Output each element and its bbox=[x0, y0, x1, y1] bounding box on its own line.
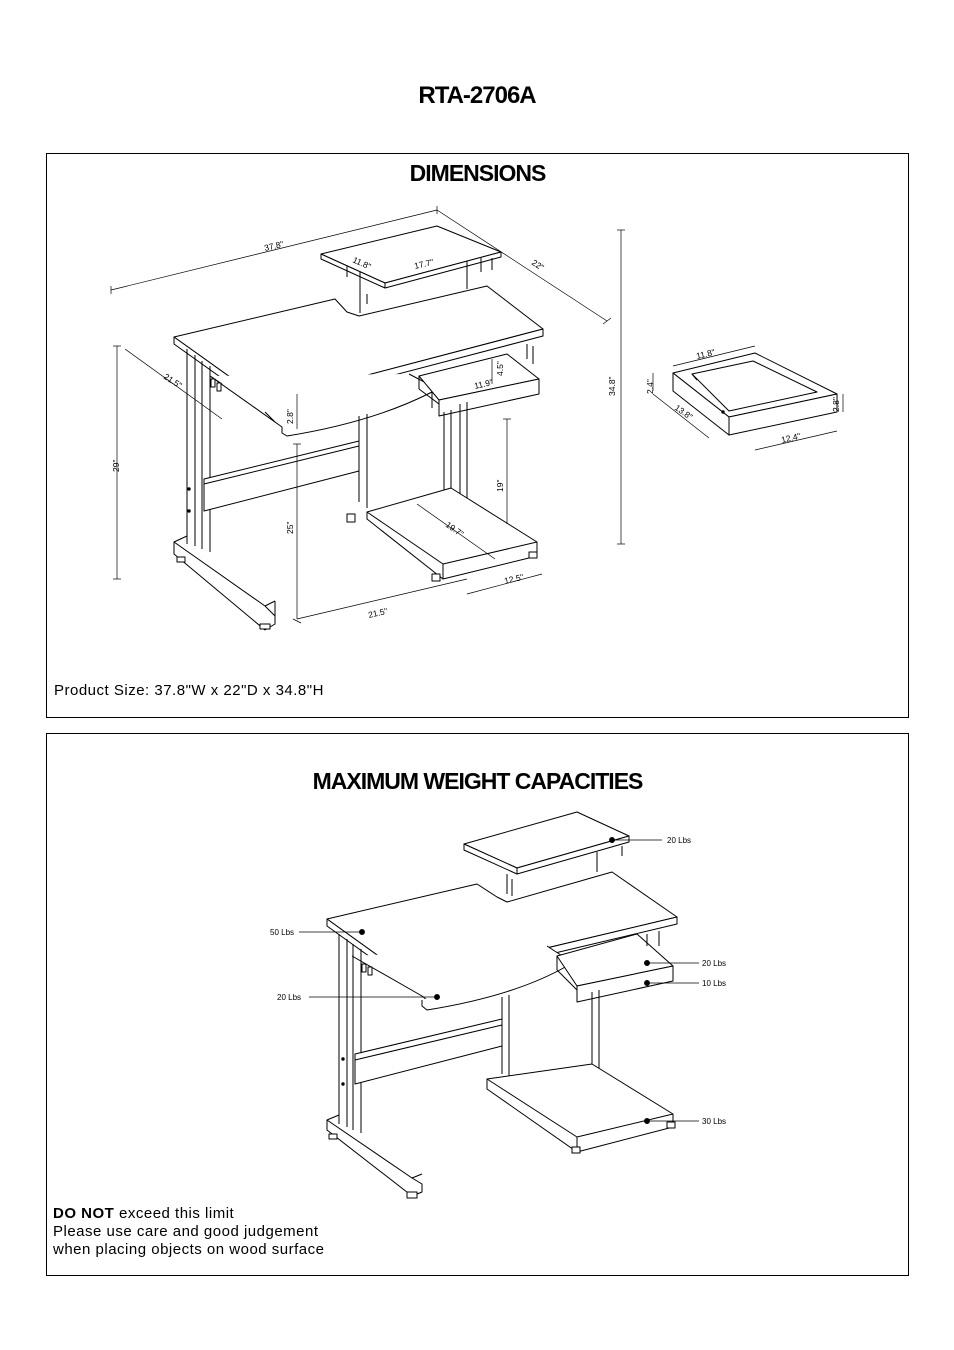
document-title: RTA-2706A bbox=[418, 82, 536, 109]
dimension-labels: 37.8" 11.8" 17.7" 22" 34.8" 21.5" 29" 2.… bbox=[111, 239, 617, 620]
warning-strong: DO NOT bbox=[53, 1205, 115, 1222]
desk-weight-drawing: 20 Lbs 50 Lbs 20 Lbs 20 Lbs 10 Lbs 30 Lb… bbox=[270, 811, 726, 1199]
label-drw-front-width: 12.4" bbox=[780, 431, 801, 445]
warning-rest: exceed this limit bbox=[114, 1205, 235, 1222]
label-keyboard-tray-weight: 20 Lbs bbox=[277, 993, 301, 1002]
label-drw-side-height: 2.4" bbox=[645, 379, 655, 394]
label-overall-height: 34.8" bbox=[607, 376, 617, 396]
label-base-depth: 21.5" bbox=[367, 606, 388, 620]
dimensions-panel: DIMENSIONS bbox=[46, 153, 909, 718]
label-tray-gap: 2.8" bbox=[285, 409, 295, 424]
label-lower-gap: 19" bbox=[495, 480, 505, 492]
drawer-shape bbox=[556, 931, 674, 1003]
care-line-2: when placing objects on wood surface bbox=[53, 1241, 325, 1258]
keyboard-tray-shape bbox=[351, 945, 568, 1011]
weight-labels: 20 Lbs 50 Lbs 20 Lbs 20 Lbs 10 Lbs 30 Lb… bbox=[270, 836, 726, 1126]
product-size-text: Product Size: 37.8"W x 22"D x 34.8"H bbox=[54, 682, 324, 699]
monitor-shelf-shape bbox=[463, 811, 630, 896]
desk-dimension-drawing: 37.8" 11.8" 17.7" 22" 34.8" 21.5" 29" 2.… bbox=[110, 206, 844, 631]
label-monitor-shelf-weight: 20 Lbs bbox=[667, 836, 691, 845]
label-shelf-width: 17.7" bbox=[413, 257, 434, 271]
label-desk-height: 29" bbox=[111, 460, 121, 472]
label-drw-front-height: 2.8" bbox=[831, 397, 841, 412]
label-drawer-weight: 10 Lbs bbox=[702, 979, 726, 988]
label-desktop-weight: 50 Lbs bbox=[270, 928, 294, 937]
keyboard-tray-shape bbox=[209, 373, 433, 437]
label-drawer-top-weight: 20 Lbs bbox=[702, 959, 726, 968]
weight-warning-note: DO NOT exceed this limit Please use care… bbox=[53, 1205, 325, 1259]
dimensions-title: DIMENSIONS bbox=[409, 160, 547, 186]
label-overall-width: 37.8" bbox=[263, 239, 284, 253]
weight-callouts bbox=[299, 837, 699, 1124]
label-drw-top-width: 11.8" bbox=[695, 347, 716, 361]
warning-line: DO NOT exceed this limit bbox=[53, 1205, 325, 1223]
weight-panel: MAXIMUM WEIGHT CAPACITIES bbox=[46, 733, 909, 1276]
desk-frame-shape bbox=[173, 349, 538, 631]
desk-frame-shape bbox=[326, 934, 676, 1199]
label-knee-height: 25" bbox=[285, 522, 295, 534]
weight-title: MAXIMUM WEIGHT CAPACITIES bbox=[312, 768, 644, 794]
care-line-1: Please use care and good judgement bbox=[53, 1223, 319, 1240]
label-bottom-shelf-weight: 30 Lbs bbox=[702, 1117, 726, 1126]
label-bottom-shelf-width: 12.5" bbox=[503, 572, 524, 586]
drawer-detail-drawing: 11.8" 2.4" 13.8" 2.8" 12.4" bbox=[645, 345, 844, 451]
label-overall-depth: 22" bbox=[530, 257, 546, 272]
label-drawer-height: 4.5" bbox=[495, 361, 505, 376]
label-desk-depth-side: 21.5" bbox=[162, 371, 184, 390]
label-drawer-width: 11.9" bbox=[473, 377, 494, 391]
drawer-shape bbox=[418, 344, 540, 417]
dimension-lines bbox=[110, 206, 625, 624]
